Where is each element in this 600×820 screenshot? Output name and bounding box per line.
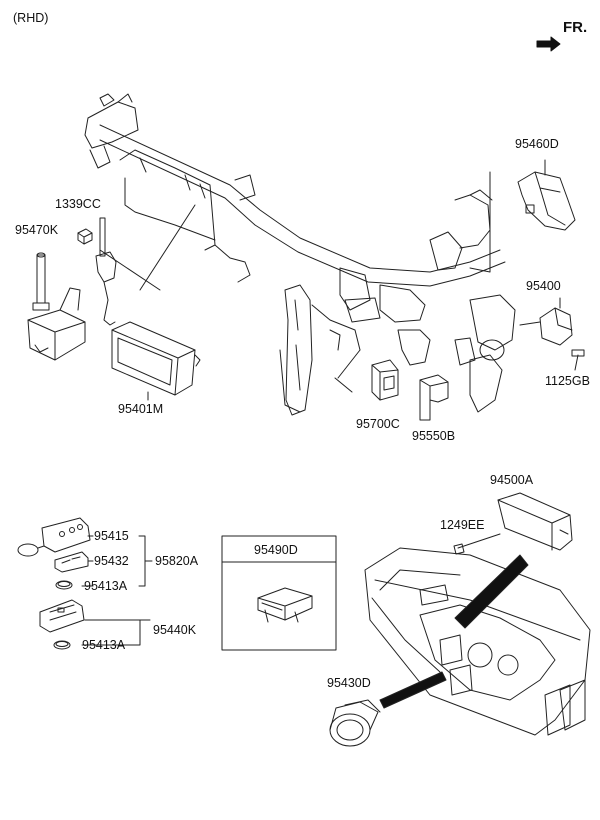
inset-title: 95490D [254, 543, 298, 557]
inset-box [221, 535, 337, 651]
group-bracket-95820A [81, 535, 153, 587]
part-label-95550B: 95550B [412, 429, 456, 443]
front-direction-label: FR. [563, 19, 588, 36]
nut-1339CC [78, 229, 92, 244]
switch-95550B [420, 375, 448, 420]
part-label-95700C: 95700C [356, 417, 400, 431]
variant-label: (RHD) [13, 11, 49, 25]
start-button-95430D [330, 700, 380, 746]
pointer-94500A [454, 554, 529, 629]
leader-lines [99, 171, 491, 393]
smart-key-95440K [40, 600, 84, 632]
module-95400 [520, 298, 584, 370]
part-label-95432: 95432 [94, 554, 129, 568]
module-94500A [498, 493, 572, 550]
part-label-95820A: 95820A [155, 554, 199, 568]
bracket-95460D [518, 160, 575, 230]
dashboard [365, 548, 590, 735]
part-label-95470K: 95470K [15, 223, 59, 237]
screw-1249EE [454, 534, 500, 554]
group-bracket-95440K [81, 619, 151, 646]
key-95432 [55, 552, 88, 572]
antenna-rod [96, 218, 116, 325]
part-label-1249EE: 1249EE [440, 518, 485, 532]
module-95401M [112, 322, 200, 400]
key-fob-95415 [18, 518, 90, 556]
part-label-95400: 95400 [526, 279, 561, 293]
part-label-95415: 95415 [94, 529, 129, 543]
part-label-1125GB: 1125GB [545, 374, 590, 388]
switch-95490D [258, 588, 312, 622]
pointer-95430D [379, 671, 447, 709]
part-label-1339CC: 1339CC [55, 197, 101, 211]
part-label-95401M: 95401M [118, 402, 164, 416]
part-label-95460D: 95460D [515, 137, 559, 151]
part-label-95413A-2: 95413A [82, 638, 126, 652]
cowl-cross-bar [85, 94, 515, 415]
part-label-95430D: 95430D [327, 676, 371, 690]
part-label-95413A: 95413A [84, 579, 128, 593]
front-arrow-icon [536, 36, 561, 52]
antenna-95470K [28, 253, 85, 360]
part-label-95440K: 95440K [153, 623, 197, 637]
switch-95700C [372, 360, 398, 400]
part-label-94500A: 94500A [490, 473, 534, 487]
